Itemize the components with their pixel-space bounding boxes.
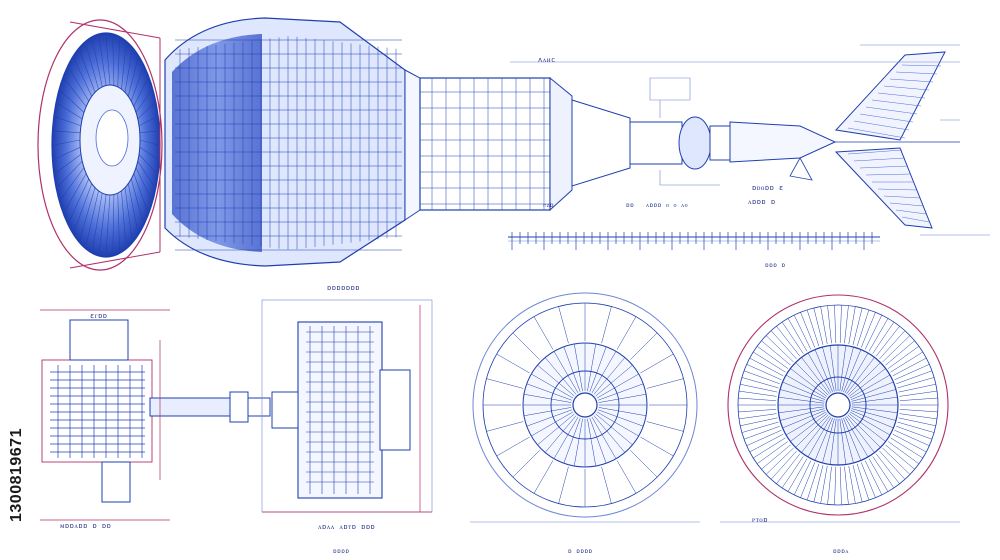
turbofan-engine-drawing xyxy=(37,17,990,271)
section-bottom-label: ᴧɒᴧᴧ ᴧɒᴛɒ ɒɒɒ xyxy=(318,523,376,531)
section-top-label: ɒɒɒɒɒɒɒ xyxy=(327,284,361,292)
turbine-disc-front-view xyxy=(720,294,960,523)
engine-core-casing xyxy=(404,69,573,221)
rear-dimension-label-1: ɒᴅᴏɒɒ ɛ xyxy=(752,184,784,192)
footer-mid-label: ɒ ɒɒɒɒ xyxy=(568,548,593,555)
stock-image-id: 1300819671 xyxy=(8,428,25,522)
shaft-top-label: ɛᴦɒɒ xyxy=(90,312,108,320)
engine-dimension-lines xyxy=(510,44,990,236)
scale-end-label: ɒɒɒ ɒ xyxy=(765,262,786,269)
mid-dimension-label-1: ᴒᴢɒ xyxy=(543,202,555,209)
footer-left-label: ɒɒɒɒ xyxy=(333,548,350,555)
rear-dimension-label-3: ᴧɒɒɒ ɒ xyxy=(748,198,776,206)
engine-inlet xyxy=(37,19,163,271)
mid-dimension-label-2: ɒɒ xyxy=(626,202,635,209)
compressor-disc-front-view xyxy=(470,292,700,523)
engine-shaft-scale xyxy=(508,232,880,250)
disc2-bottom-label: ɒɒɒᴧ xyxy=(833,548,849,555)
rear-dimension-label-2: ᴧɒɒɒ ᴏ ᴏ ᴧᴏ xyxy=(646,202,689,209)
engine-top-label: ʌᴧᴎc xyxy=(538,56,556,64)
shaft-assembly-drawing xyxy=(40,309,271,521)
engine-tail-shaft xyxy=(571,51,960,229)
disc2-tag-label: ᴩᴛᴏɒ xyxy=(752,516,768,524)
cross-section-drawing xyxy=(261,299,433,513)
shaft-bottom-label: ᴍɒɒᴧɒɒ ɒ ɒɒ xyxy=(60,522,112,530)
engine-fan-section xyxy=(164,17,406,267)
